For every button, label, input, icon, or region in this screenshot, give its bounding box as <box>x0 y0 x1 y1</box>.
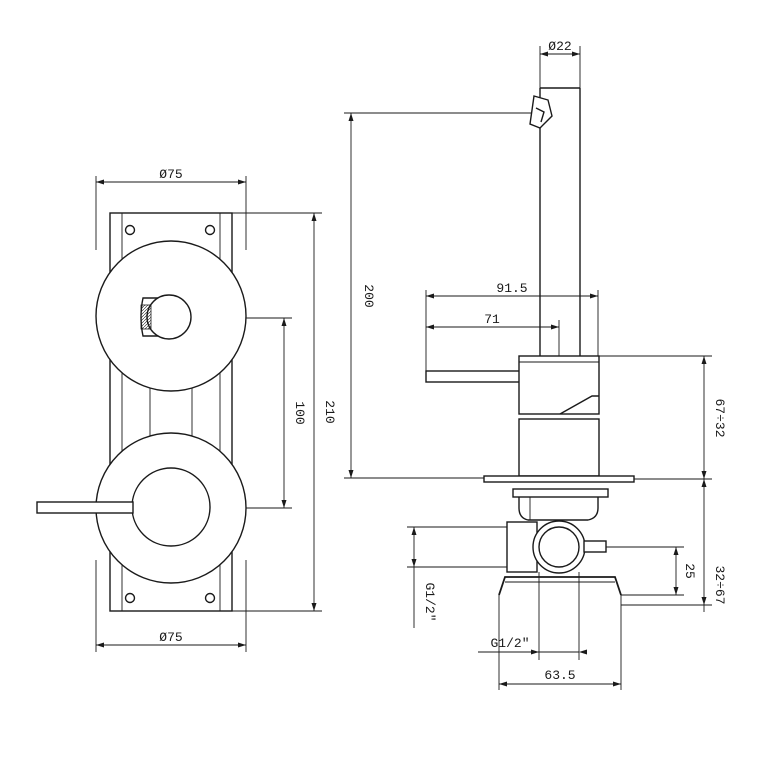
dim-center-distance-label: 100 <box>292 401 307 424</box>
screw-hole-bottom-left <box>124 592 136 604</box>
front-view: Ø75 Ø75 100 210 <box>36 167 337 652</box>
screw-hole-top-right <box>204 224 216 236</box>
inlet-inner-circle <box>538 526 580 568</box>
collar-neck <box>518 497 599 521</box>
mixer-sleeve <box>518 418 600 477</box>
rosette-connector <box>149 387 193 439</box>
collar-ring <box>512 488 609 498</box>
mixer-body <box>518 355 600 415</box>
front-lever-handle <box>36 501 134 514</box>
dim-box-width-label: 63.5 <box>544 668 575 683</box>
dim-inlet-height-label: 25 <box>682 563 697 579</box>
dim-spout-height-label: 200 <box>361 284 376 307</box>
dim-spout-reach-label: 91.5 <box>496 281 527 296</box>
side-wall-plate <box>483 475 635 483</box>
spout-outlet-circle <box>146 294 192 340</box>
dim-lever-reach-label: 71 <box>484 312 500 327</box>
dim-bottom-diameter-label: Ø75 <box>159 630 182 645</box>
mounting-bracket <box>498 576 622 596</box>
dim-inlet-thread-side-label: G1/2" <box>422 582 437 621</box>
inlet-outer-circle <box>532 520 586 574</box>
dim-total-height-label: 210 <box>322 400 337 423</box>
screw-hole-bottom-right <box>204 592 216 604</box>
dim-top-diameter-label: Ø75 <box>159 167 182 182</box>
spout-aerator <box>529 95 553 129</box>
dim-spout-diameter-label: Ø22 <box>548 39 571 54</box>
dim-body-range-label: 67÷32 <box>712 398 727 437</box>
mixer-body-bevel <box>559 395 599 415</box>
aerator-mesh-icon <box>140 304 152 330</box>
side-lever-handle <box>425 370 527 383</box>
inlet-stub <box>583 540 607 553</box>
screw-hole-top-left <box>124 224 136 236</box>
side-view: Ø22 200 91.5 71 67÷32 32÷67 <box>344 39 727 690</box>
dim-box-depth-label: 32÷67 <box>712 565 727 604</box>
backplate-inner-border <box>121 212 221 612</box>
dim-inlet-thread-bottom-label: G1/2" <box>490 636 529 651</box>
